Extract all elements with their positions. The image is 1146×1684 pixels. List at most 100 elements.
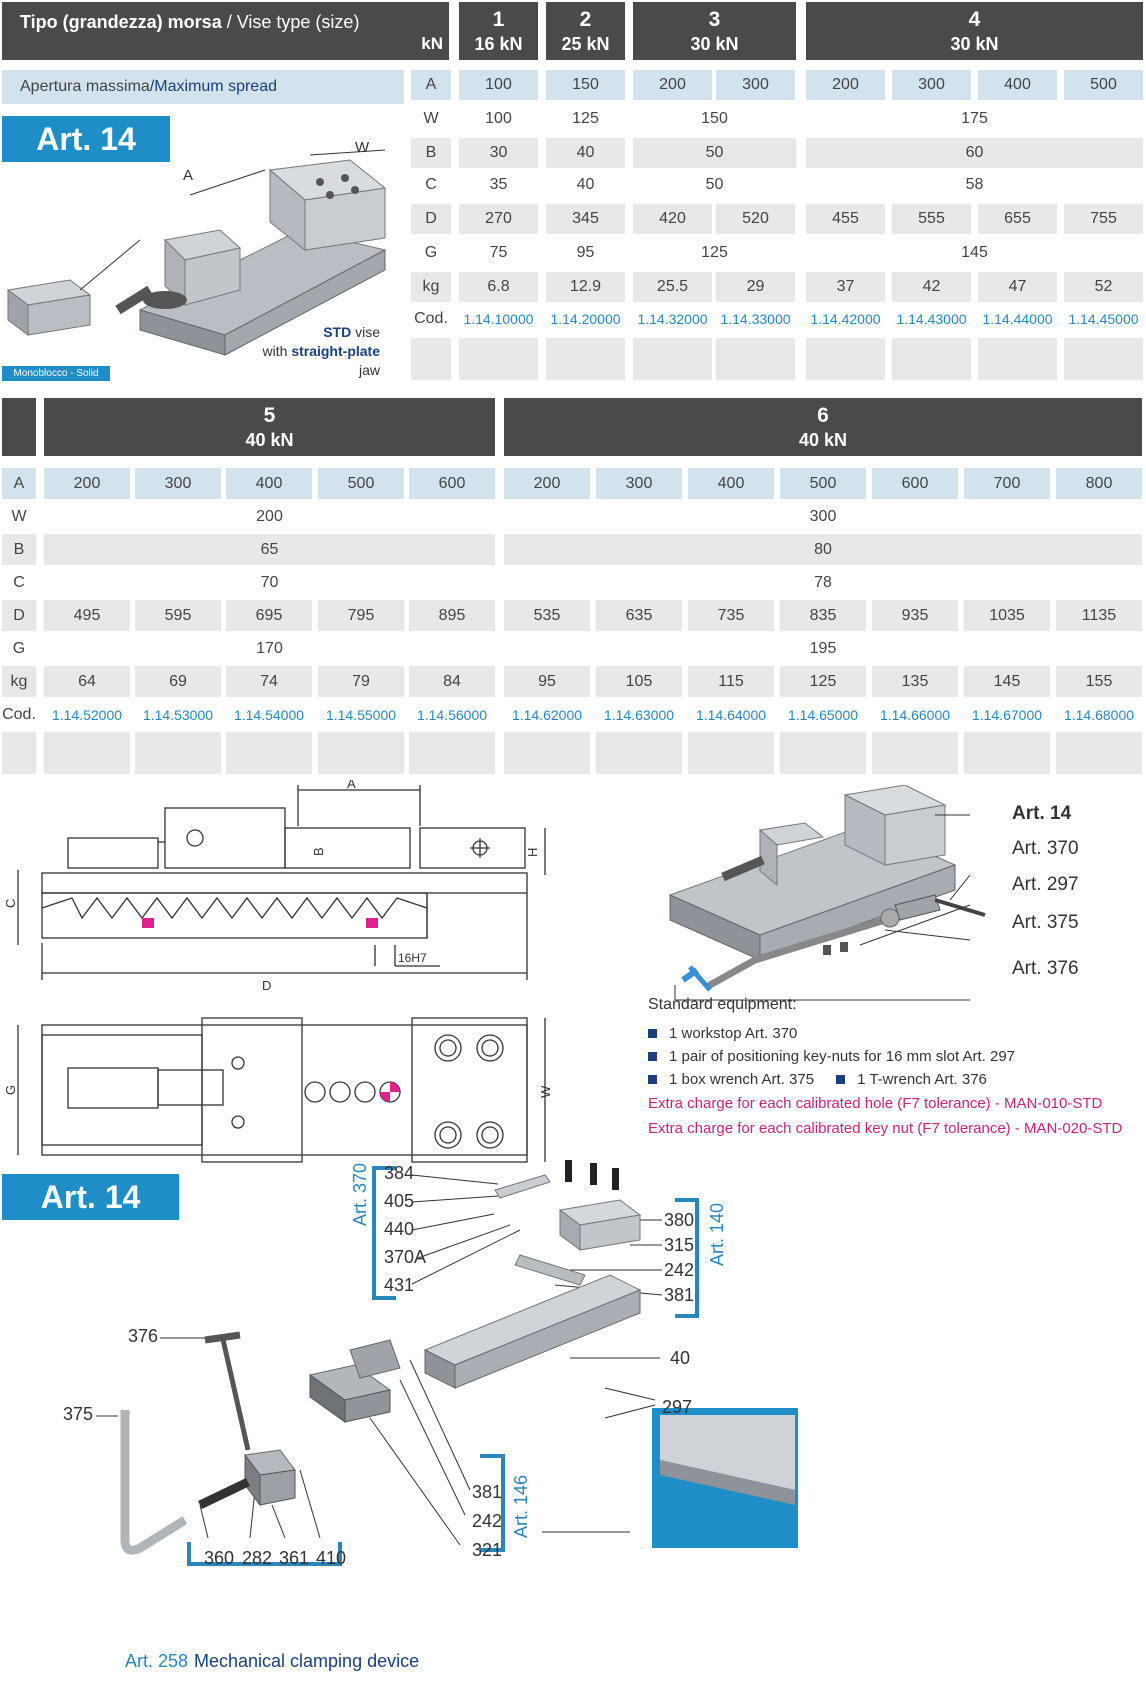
table-cell: 30 xyxy=(459,138,538,168)
size-number: 3 xyxy=(708,7,721,31)
table-cell: 37 xyxy=(806,272,885,302)
drw-w: W xyxy=(538,1085,553,1098)
table-cell: 95 xyxy=(576,244,595,261)
row-label-d: D xyxy=(411,204,451,234)
row-label-kg: kg xyxy=(411,272,451,302)
table-cell: 300 xyxy=(596,468,682,499)
table-cell: 300 xyxy=(135,468,221,499)
table-cell: 270 xyxy=(459,204,538,234)
acc-art-14: Art. 14 xyxy=(1012,803,1072,824)
exp-num-376: 376 xyxy=(128,1326,159,1346)
table-cell: 175 xyxy=(961,110,988,127)
table-cell: 695 xyxy=(226,600,312,631)
table-cell: 135 xyxy=(872,666,958,697)
size-number: 2 xyxy=(579,7,592,31)
drw-d: D xyxy=(262,978,271,993)
header-kn: kN xyxy=(421,34,443,53)
size-number: 5 xyxy=(263,403,276,427)
exp-num-321: 321 xyxy=(472,1540,503,1560)
drw-slot: 16H7 xyxy=(398,951,427,965)
size-number: 4 xyxy=(968,7,981,31)
table-cell: 50 xyxy=(633,138,796,168)
table-cell: 455 xyxy=(806,204,885,234)
std-caption-straight: straight-plate xyxy=(291,343,380,359)
table-cell: 35 xyxy=(489,176,508,193)
drw-g: G xyxy=(3,1085,18,1095)
table-cell-code: 1.14.67000 xyxy=(971,706,1043,723)
table-cell: 25.5 xyxy=(633,272,712,302)
solid-label-text: Monoblocco - Solid xyxy=(13,368,99,379)
table-cell-code: 1.14.55000 xyxy=(325,706,397,723)
size-force: 40 kN xyxy=(245,429,294,450)
table-cell: 115 xyxy=(688,666,774,697)
std-caption-vise: vise xyxy=(351,324,380,340)
exp-num-431: 431 xyxy=(384,1275,415,1295)
table-cell: 125 xyxy=(780,666,866,697)
table-cell: 300 xyxy=(716,70,795,100)
table-cell-code: 1.14.56000 xyxy=(416,706,488,723)
exp-num-381: 381 xyxy=(664,1285,695,1305)
equipment-title: Standard equipment: xyxy=(648,996,797,1013)
table-cell: 400 xyxy=(978,70,1057,100)
row-label-d: D xyxy=(2,600,36,631)
exp-num-375: 375 xyxy=(63,1404,94,1424)
table-cell-code: 1.14.42000 xyxy=(810,311,881,327)
technical-drawing: A B H C D 16H7 G W xyxy=(3,780,553,1163)
table-cell: 47 xyxy=(978,272,1057,302)
table-cell: 200 xyxy=(44,468,130,499)
table-cell: 64 xyxy=(44,666,130,697)
row-label-cod: Cod. xyxy=(414,310,448,327)
table-cell: 80 xyxy=(504,534,1142,565)
art-14-badge-2: Art. 14 xyxy=(2,1174,179,1220)
table-cell: 75 xyxy=(489,244,508,261)
table-cell: 500 xyxy=(1064,70,1143,100)
drw-c: C xyxy=(3,899,18,908)
std-caption-jaw: jaw xyxy=(358,362,380,378)
drw-a: A xyxy=(347,780,356,791)
table-cell: 935 xyxy=(872,600,958,631)
table-cell-code: 1.14.54000 xyxy=(233,706,305,723)
table-cell: 60 xyxy=(806,138,1143,168)
blank-cell xyxy=(411,338,451,380)
blank-cell xyxy=(2,732,36,774)
blank-cell xyxy=(135,732,221,774)
acc-art-376: Art. 376 xyxy=(1012,958,1079,979)
table-cell: 835 xyxy=(780,600,866,631)
table-cell-code: 1.14.68000 xyxy=(1063,706,1135,723)
table-cell: 555 xyxy=(892,204,971,234)
table-cell: 655 xyxy=(978,204,1057,234)
exp-num-315: 315 xyxy=(664,1235,695,1255)
table-cell: 595 xyxy=(135,600,221,631)
exp-art-370: Art. 370 xyxy=(350,1162,370,1226)
header-title-en: Vise type (size) xyxy=(236,12,360,32)
table-cell: 300 xyxy=(892,70,971,100)
row-label-a: A xyxy=(2,468,36,499)
table-cell: 200 xyxy=(256,507,283,525)
size-force: 30 kN xyxy=(690,33,739,54)
table-cell: 6.8 xyxy=(459,272,538,302)
blank-cell xyxy=(633,338,712,380)
bullet-icon xyxy=(648,1029,657,1038)
std-caption-with: with xyxy=(262,343,292,359)
accessories-illustration xyxy=(668,785,986,1001)
table-cell: 600 xyxy=(409,468,495,499)
table-cell: 74 xyxy=(226,666,312,697)
table-cell: 600 xyxy=(872,468,958,499)
table-cell-code: 1.14.20000 xyxy=(550,311,621,327)
table-cell: 12.9 xyxy=(546,272,625,302)
row-label-w: W xyxy=(11,507,27,525)
blank-cell xyxy=(318,732,404,774)
solid-jaw-caption: SOLID guided movable jaw xyxy=(658,1620,792,1632)
table-cell: 79 xyxy=(318,666,404,697)
exp-num-384: 384 xyxy=(384,1163,415,1183)
equipment-item-2-text: 1 pair of positioning key-nuts for 16 mm… xyxy=(669,1048,1016,1065)
table-cell-code: 1.14.43000 xyxy=(896,311,967,327)
row-label-b: B xyxy=(411,138,451,168)
exp-art-140: Art. 140 xyxy=(707,1202,727,1266)
equipment-item-3-text: 1 box wrench Art. 375 xyxy=(669,1071,815,1088)
size-force: 40 kN xyxy=(798,429,848,450)
blank-cell xyxy=(226,732,312,774)
table-cell: 200 xyxy=(633,70,712,100)
